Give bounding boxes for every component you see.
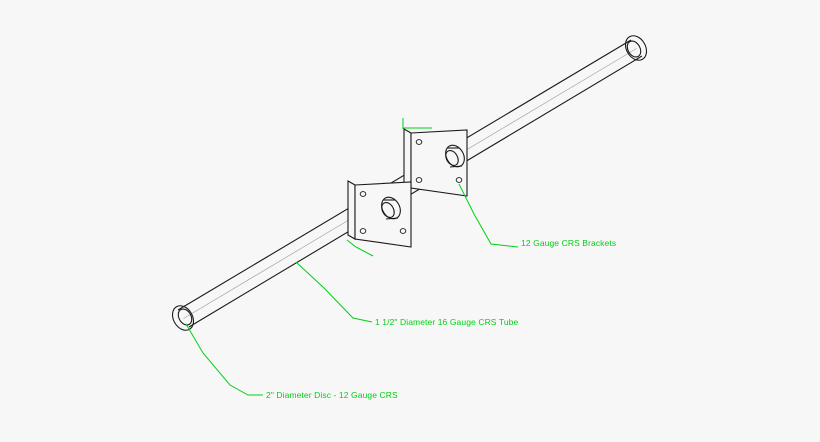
- bracket-lower-hole-1: [359, 191, 367, 197]
- leader-line-brackets: [458, 183, 519, 248]
- bracket-lower-hole-2: [359, 228, 367, 234]
- dimension-marks: [346, 118, 432, 257]
- bracket-upper-hub-inner: [445, 149, 459, 167]
- disc-inner-ellipse: [177, 308, 193, 326]
- dimension-mark-bottom-a: [346, 239, 357, 248]
- annotation-label-tube: 1 1/2" Diameter 16 Gauge CRS Tube: [375, 317, 519, 327]
- bracket-upper-hole-1: [415, 139, 423, 145]
- leader-line-disc: [185, 323, 263, 396]
- bracket-upper-flange: [403, 128, 412, 189]
- bracket-upper-hub-edge-b: [449, 165, 463, 168]
- bracket-lower-hole-3: [399, 228, 407, 234]
- annotation-label-brackets: 12 Gauge CRS Brackets: [521, 238, 617, 248]
- leader-lines: [185, 183, 519, 396]
- tube-end-outer-ellipse: [624, 35, 648, 61]
- bracket-lower-flange: [347, 180, 356, 240]
- bracket-upper: [403, 128, 468, 197]
- bracket-lower-hub-edge-b: [385, 217, 399, 220]
- bracket-lower: [347, 180, 412, 248]
- tube-end-cap: [624, 35, 648, 61]
- bracket-upper-plate: [410, 129, 468, 197]
- dimension-mark-bottom-b: [355, 246, 374, 257]
- bracket-lower-plate: [354, 181, 412, 248]
- tube-edge-bottom: [188, 55, 643, 328]
- annotation-label-disc: 2" Diameter Disc - 12 Gauge CRS: [266, 390, 398, 400]
- bracket-upper-hole-3: [455, 177, 463, 183]
- bracket-upper-hole-2: [415, 177, 423, 183]
- tube-end-inner-ellipse: [626, 40, 642, 58]
- leader-line-tube: [295, 261, 373, 323]
- bracket-lower-hub-inner: [381, 201, 395, 219]
